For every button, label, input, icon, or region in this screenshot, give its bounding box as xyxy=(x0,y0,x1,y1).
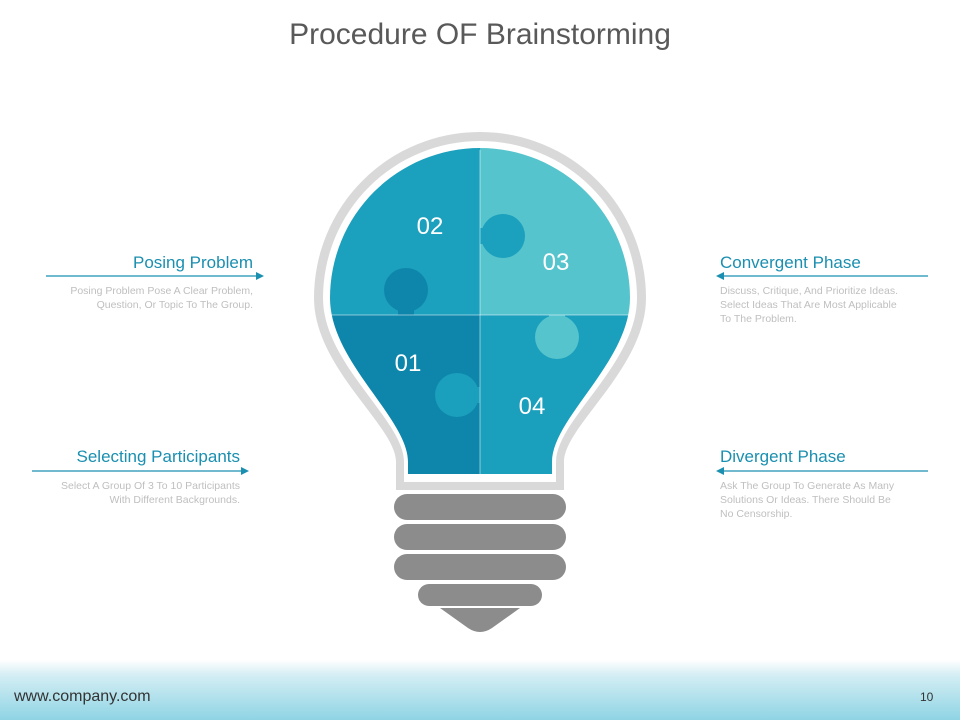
piece-number-04: 04 xyxy=(519,393,546,420)
step-text-convergent-phase: Discuss, Critique, And Prioritize Ideas.… xyxy=(720,285,898,325)
puzzle-knob xyxy=(535,315,579,359)
lightbulb-puzzle-diagram: 02 03 01 04 xyxy=(32,131,928,632)
piece-number-03: 03 xyxy=(543,249,570,276)
step-text-posing-problem: Posing Problem Pose A Clear Problem, Que… xyxy=(70,285,253,311)
footer-band xyxy=(0,660,960,720)
step-heading-selecting-participants: Selecting Participants xyxy=(76,447,240,466)
bulb-base xyxy=(394,494,566,632)
puzzle-knob xyxy=(435,373,479,417)
page-number: 10 xyxy=(920,690,934,704)
piece-number-01: 01 xyxy=(395,350,422,377)
puzzle-knob xyxy=(481,214,525,258)
step-heading-posing-problem: Posing Problem xyxy=(132,253,253,272)
footer-url: www.company.com xyxy=(14,688,151,705)
step-heading-convergent-phase: Convergent Phase xyxy=(720,253,861,272)
step-text-selecting-participants: Select A Group Of 3 To 10 Participants W… xyxy=(61,480,240,506)
step-heading-divergent-phase: Divergent Phase xyxy=(720,447,846,466)
slide-title: Procedure OF Brainstorming xyxy=(289,18,671,51)
piece-number-02: 02 xyxy=(417,213,444,240)
step-text-divergent-phase: Ask The Group To Generate As Many Soluti… xyxy=(720,480,895,520)
puzzle-knob xyxy=(384,268,428,312)
